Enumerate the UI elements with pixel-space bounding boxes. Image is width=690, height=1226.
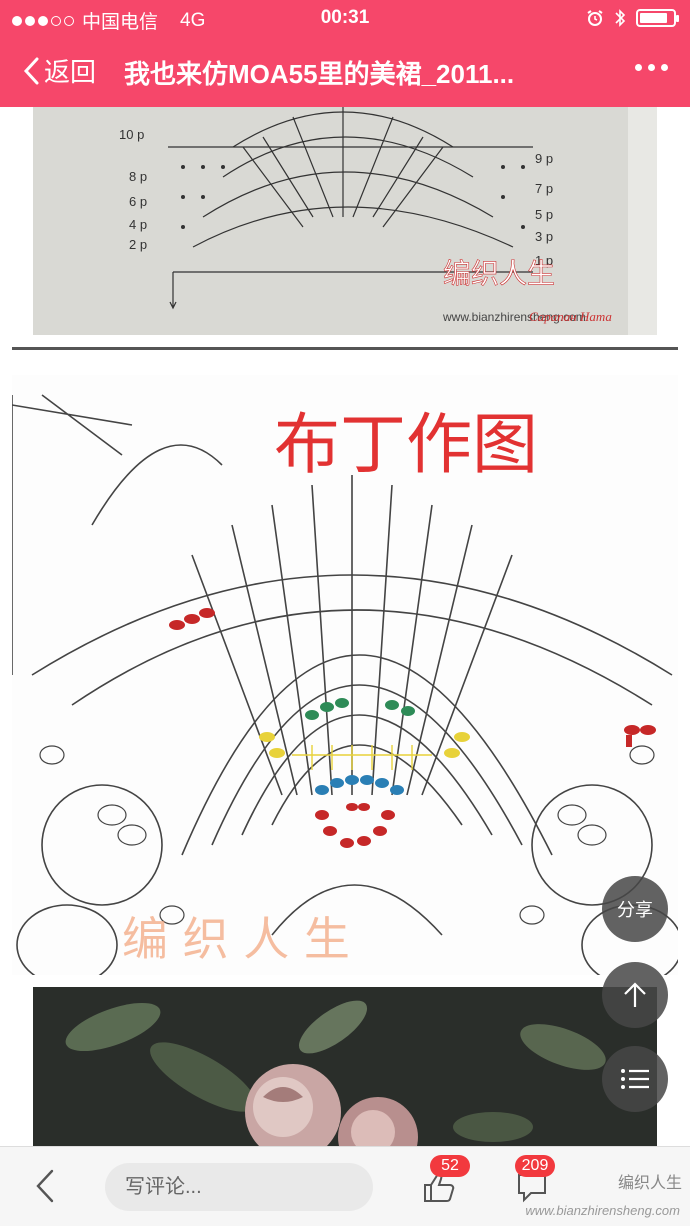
- chart-top-signature: Сарапан Ната: [529, 309, 612, 324]
- battery-icon: [636, 9, 679, 27]
- more-options-button[interactable]: [635, 64, 668, 71]
- row-label-8: 8 p: [129, 169, 147, 184]
- status-right: [586, 8, 679, 28]
- like-count-badge: 52: [430, 1155, 470, 1177]
- row-label-1: 1 p: [535, 253, 553, 268]
- share-label: 分享: [617, 900, 653, 920]
- back-button[interactable]: 返回: [22, 52, 96, 89]
- scroll-to-top-button[interactable]: [602, 962, 668, 1028]
- network-type: 4G: [180, 9, 206, 31]
- crochet-chart-drawing-top: 10 p 8 p 6 p 4 p 2 p 9 p 7 p 5 p 3 p 1 p: [33, 107, 657, 335]
- more-icon: [635, 64, 642, 71]
- bottom-toolbar: 52 209 编织人生 www.bianzhirensheng.com: [0, 1146, 690, 1226]
- row-label-2: 2 p: [129, 237, 147, 252]
- chart-main-title: 布丁作图: [274, 406, 538, 483]
- crochet-chart-image-main[interactable]: 布丁作图: [12, 375, 678, 975]
- back-label: 返回: [44, 57, 97, 87]
- status-left: 中国电信 4G: [12, 7, 205, 34]
- article-content: 10 p 8 p 6 p 4 p 2 p 9 p 7 p 5 p 3 p 1 p: [0, 107, 690, 1146]
- row-label-5: 5 p: [535, 207, 553, 222]
- chart-main-watermark: 编 织 人 生: [122, 912, 350, 966]
- crochet-chart-image-top[interactable]: 10 p 8 p 6 p 4 p 2 p 9 p 7 p 5 p 3 p 1 p: [33, 107, 657, 335]
- alarm-icon: [587, 10, 603, 26]
- bluetooth-icon: [615, 9, 626, 27]
- bottom-watermark: 编织人生: [617, 1175, 682, 1192]
- row-label-10: 10 p: [119, 127, 144, 142]
- comment-button[interactable]: 209: [515, 1155, 555, 1208]
- bottom-watermark-url: www.bianzhirensheng.com: [525, 1203, 680, 1218]
- status-bar: 中国电信 4G 00:31: [0, 0, 690, 36]
- rose-print-drawing: [33, 987, 657, 1146]
- comment-count-badge: 209: [515, 1155, 555, 1177]
- comment-input[interactable]: [105, 1163, 373, 1211]
- section-divider: [12, 347, 678, 350]
- row-label-6: 6 p: [129, 194, 147, 209]
- row-label-4: 4 p: [129, 217, 147, 232]
- row-label-9: 9 p: [535, 151, 553, 166]
- like-button[interactable]: 52: [422, 1155, 470, 1208]
- chart-top-watermark-url: www.bianzhirensheng.com: [442, 310, 586, 324]
- share-button[interactable]: 分享: [602, 876, 668, 942]
- list-icon: [621, 1069, 649, 1089]
- chart-top-watermark: 编织人生: [443, 258, 555, 289]
- table-of-contents-button[interactable]: [602, 1046, 668, 1112]
- page-title: 我也来仿MOA55里的美裙_2011...: [124, 59, 515, 89]
- status-time: 00:31: [320, 7, 370, 28]
- nav-bar: 返回 我也来仿MOA55里的美裙_2011...: [0, 36, 690, 107]
- crochet-chart-drawing-main: 布丁作图: [12, 375, 678, 975]
- bottom-back-button[interactable]: [34, 1167, 56, 1210]
- row-label-3: 3 p: [535, 229, 553, 244]
- chevron-left-icon: [23, 57, 39, 84]
- row-label-7: 7 p: [535, 181, 553, 196]
- comment-bubble-icon: [518, 1174, 546, 1203]
- arrow-up-icon: [624, 982, 646, 1007]
- carrier-name: 中国电信: [82, 12, 159, 33]
- top-bar: 中国电信 4G 00:31 返回 我也来仿MOA55里的美裙_2011...: [0, 0, 690, 107]
- fabric-photo[interactable]: [33, 987, 657, 1146]
- signal-strength-icon: [12, 15, 74, 26]
- chevron-left-icon: [36, 1169, 54, 1203]
